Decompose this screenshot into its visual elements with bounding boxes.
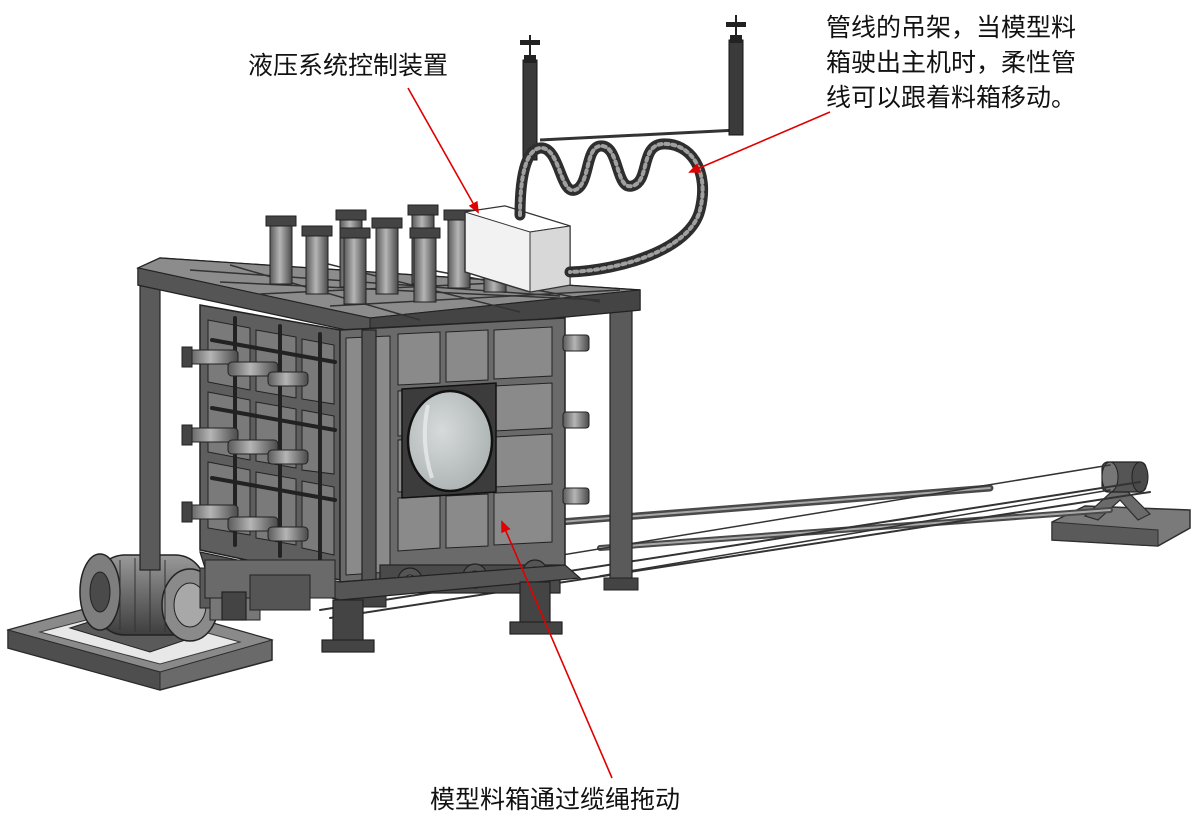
pipeline-hanger-line: 线可以跟着料箱移动。 [826,83,1077,112]
hydraulic-control-box [464,205,571,293]
winch-motor [6,553,274,691]
arrow-to-box-front [501,520,613,779]
box-front-face [339,317,590,608]
arrow-to-pipe-hanger [688,111,831,173]
box-left-face [181,304,341,581]
box-base [199,551,582,653]
pipeline-hanger-line: 箱驶出主机时，柔性管 [826,48,1077,77]
arrow-to-control-box [407,87,479,214]
pulley-stand [1051,461,1191,547]
pipeline-hanger [520,15,746,161]
hydraulic-control-label: 液压系统控制装置 [248,51,449,80]
cable-drag-label: 模型料箱通过缆绳拖动 [430,785,681,814]
annotation-arrows [407,87,831,779]
top-cylinders [265,204,511,305]
pipeline-hanger-line: 管线的吊架，当模型料 [826,13,1077,42]
pipeline-hanger-label: 管线的吊架，当模型料 箱驶出主机时，柔性管 线可以跟着料箱移动。 [826,10,1076,115]
flexible-pipe [514,138,709,278]
